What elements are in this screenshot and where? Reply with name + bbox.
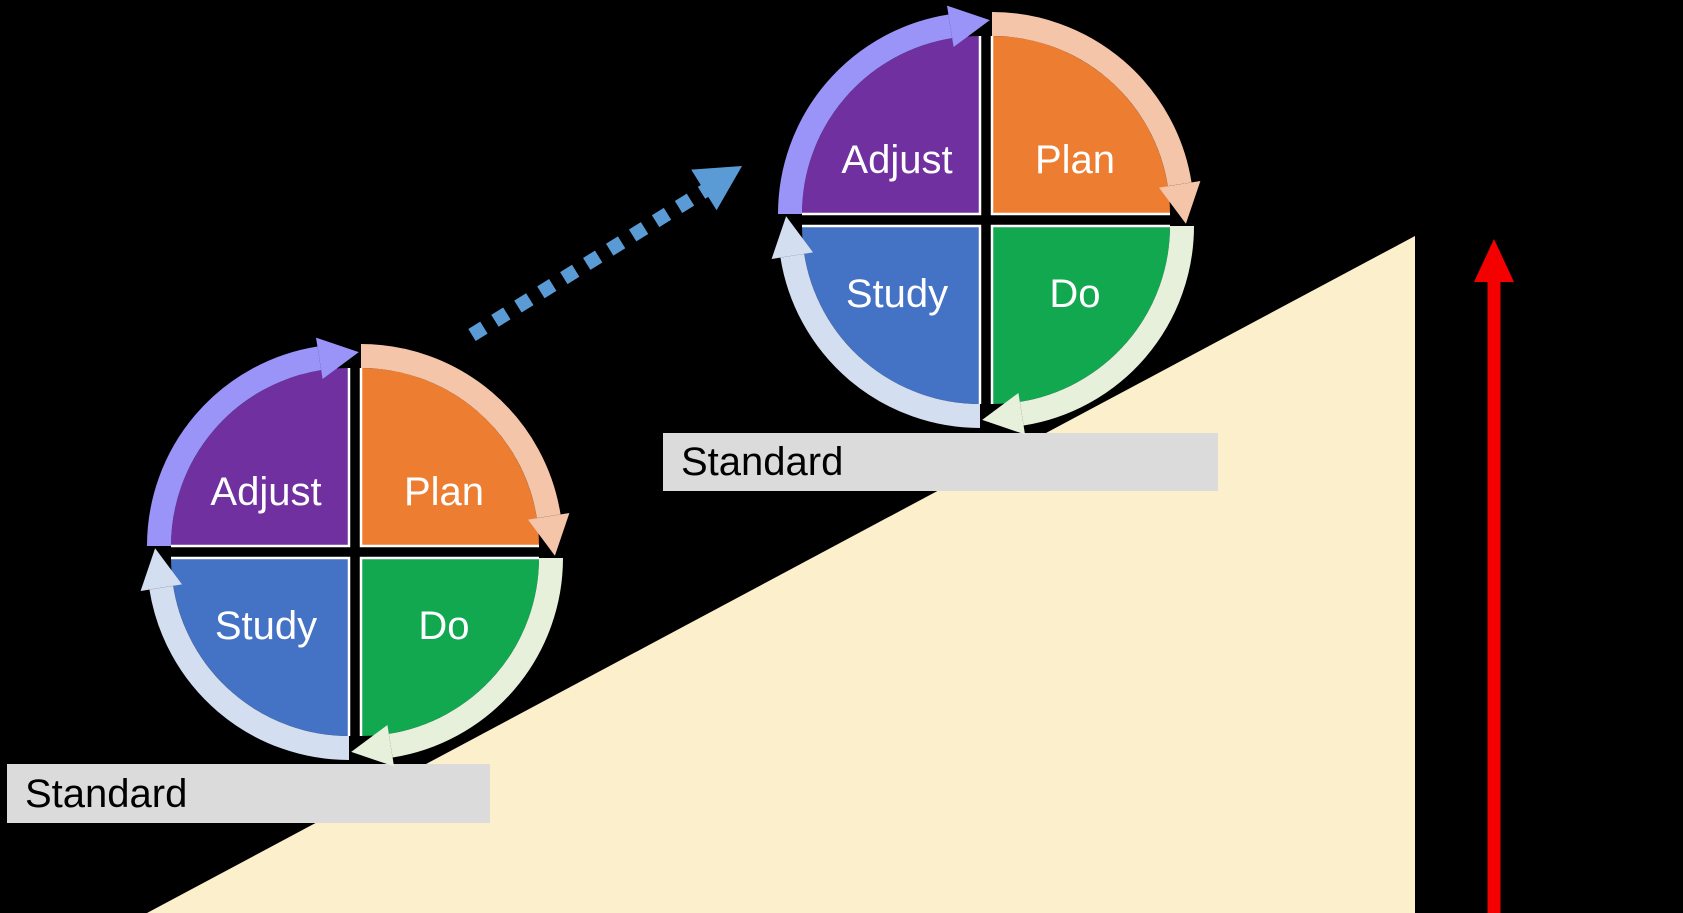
plan-wedge bbox=[992, 36, 1170, 214]
do-wedge bbox=[992, 226, 1170, 404]
plan-arc-arrowhead-icon bbox=[1159, 181, 1201, 224]
plan-wedge bbox=[361, 368, 539, 546]
plan-arc-arrow bbox=[360, 344, 561, 519]
study-arc-arrowhead-icon bbox=[771, 216, 813, 259]
plan-label: Plan bbox=[1035, 138, 1115, 182]
standard-bar-upper-label: Standard bbox=[681, 440, 844, 484]
study-label: Study bbox=[846, 272, 948, 316]
plan-quadrant bbox=[359, 344, 570, 556]
do-arc-arrow bbox=[1019, 225, 1194, 426]
do-arc-arrowhead-icon bbox=[351, 725, 394, 767]
study-quadrant bbox=[140, 548, 351, 760]
do-quadrant bbox=[982, 224, 1194, 435]
do-arc-arrowhead-icon bbox=[982, 393, 1025, 435]
pdsa-cycle-upper: Adjust Plan Study Do bbox=[771, 5, 1201, 435]
plan-wedge-edge bbox=[359, 368, 539, 548]
study-wedge-edge bbox=[171, 556, 351, 736]
do-label: Do bbox=[1049, 272, 1100, 316]
adjust-arc-arrow bbox=[778, 14, 953, 215]
plan-wedge-edge bbox=[990, 36, 1170, 216]
adjust-wedge bbox=[802, 36, 980, 214]
adjust-wedge-edge bbox=[171, 368, 351, 548]
do-wedge bbox=[361, 558, 539, 736]
do-wedge-edge bbox=[359, 556, 539, 736]
improvement-arrow-head-icon bbox=[1474, 239, 1514, 282]
pdsa-cycle-lower: Adjust Plan Study Do bbox=[140, 337, 570, 767]
plan-arc-arrowhead-icon bbox=[528, 513, 570, 556]
improvement-arrow bbox=[1474, 239, 1514, 913]
adjust-quadrant bbox=[147, 337, 359, 548]
study-arc-arrow bbox=[149, 585, 350, 760]
study-label: Study bbox=[215, 604, 317, 648]
plan-arc-arrow bbox=[991, 12, 1192, 187]
study-wedge bbox=[802, 226, 980, 404]
adjust-wedge-edge bbox=[802, 36, 982, 216]
study-wedge bbox=[171, 558, 349, 736]
adjust-wedge bbox=[171, 368, 349, 546]
do-arc-arrow bbox=[388, 557, 563, 758]
do-quadrant bbox=[351, 556, 563, 767]
study-wedge-edge bbox=[802, 224, 982, 404]
adjust-quadrant bbox=[778, 5, 990, 216]
standard-bar-lower: Standard bbox=[7, 764, 490, 823]
plan-quadrant bbox=[990, 12, 1201, 224]
adjust-arc-arrowhead-icon bbox=[947, 5, 990, 47]
do-label: Do bbox=[418, 604, 469, 648]
study-quadrant bbox=[771, 216, 982, 428]
standard-bar-upper: Standard bbox=[663, 433, 1218, 491]
dashed-arrow-head-icon bbox=[691, 166, 742, 211]
ramp-triangle bbox=[147, 236, 1415, 913]
improvement-arrow-shaft bbox=[1487, 278, 1501, 913]
next-cycle-dashed-arrow bbox=[468, 166, 742, 341]
study-arc-arrowhead-icon bbox=[140, 548, 182, 591]
dashed-arrow-line bbox=[468, 184, 710, 341]
adjust-arc-arrowhead-icon bbox=[316, 337, 359, 379]
standard-bar-lower-label: Standard bbox=[25, 771, 188, 816]
study-arc-arrow bbox=[780, 253, 981, 428]
adjust-label: Adjust bbox=[210, 470, 321, 514]
plan-label: Plan bbox=[404, 470, 484, 514]
do-wedge-edge bbox=[990, 224, 1170, 404]
adjust-label: Adjust bbox=[841, 138, 952, 182]
adjust-arc-arrow bbox=[147, 346, 322, 547]
